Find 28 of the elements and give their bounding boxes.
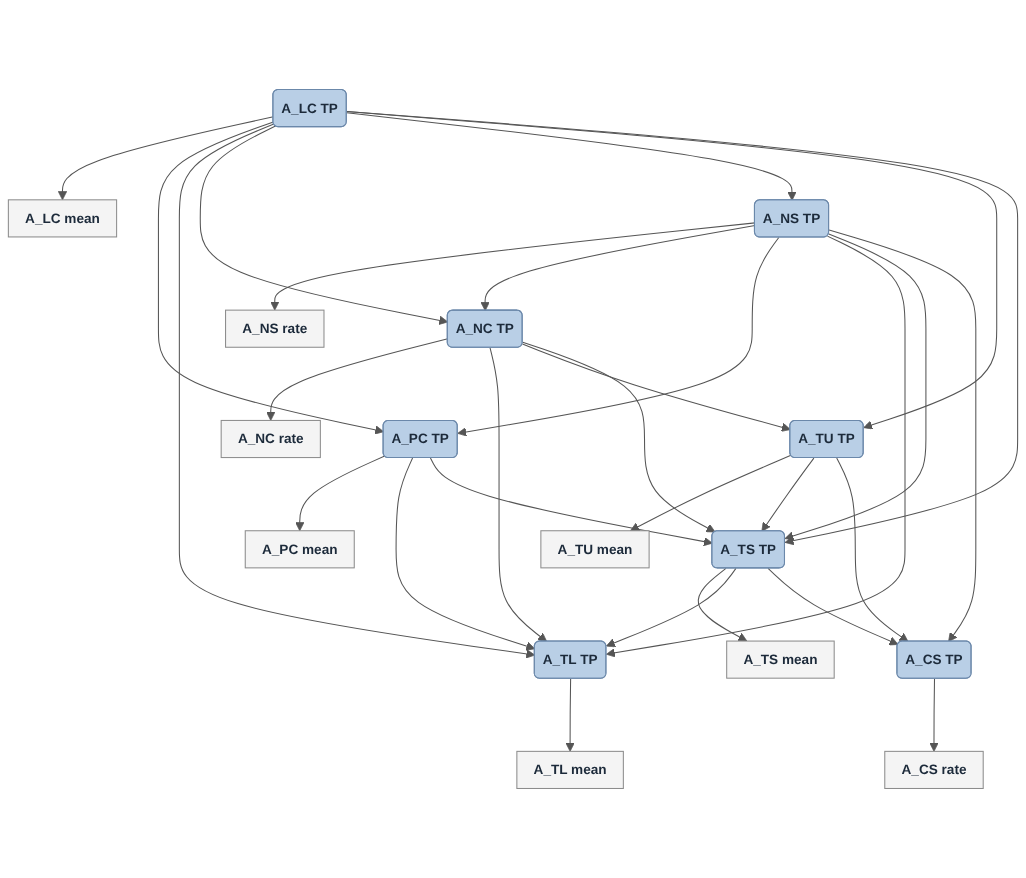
arrow: [199, 125, 449, 325]
arrow: [489, 347, 548, 642]
arrow: [828, 229, 977, 642]
arrow: [266, 338, 449, 421]
arrow: [784, 233, 927, 541]
arrow: [295, 455, 386, 532]
arrow: [346, 110, 1019, 546]
arrow: [836, 457, 909, 642]
arrow: [565, 678, 575, 752]
arrow: [270, 222, 756, 311]
arrow: [605, 567, 737, 648]
arrow: [767, 567, 899, 646]
arrow: [457, 236, 780, 437]
arrow: [522, 341, 716, 533]
arrow: [395, 457, 536, 651]
arrow: [521, 343, 791, 432]
arrow: [630, 454, 792, 532]
arrow: [761, 457, 815, 532]
arrow: [178, 123, 536, 659]
arrow: [346, 112, 797, 201]
arrow: [157, 121, 385, 435]
arrow: [606, 235, 906, 658]
arrow: [346, 111, 998, 430]
arrow: [697, 567, 748, 642]
arrow: [57, 116, 274, 201]
arrow: [429, 457, 713, 547]
arrow: [929, 678, 939, 752]
arrow: [480, 225, 756, 312]
